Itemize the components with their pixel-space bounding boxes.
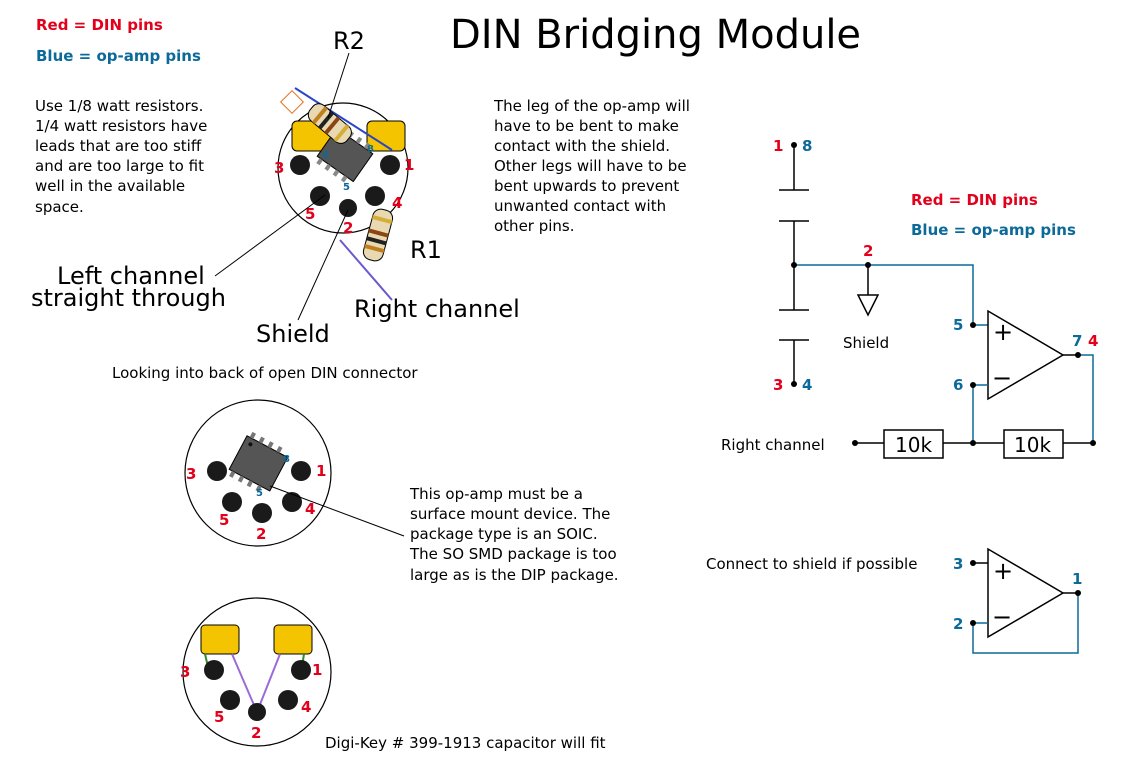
- opamp-triangle-icon: [987, 309, 1065, 401]
- svg-text:1: 1: [1072, 570, 1082, 588]
- svg-text:7: 7: [1072, 332, 1082, 350]
- svg-text:Other legs will have to be: Other legs will have to be: [494, 157, 687, 175]
- svg-text:This op-amp must be a: This op-amp must be a: [409, 485, 583, 503]
- resistor-icon: [883, 429, 944, 459]
- soic-note: This op-amp must be a surface mount devi…: [409, 485, 619, 584]
- svg-text:and are too large to fit: and are too large to fit: [35, 157, 204, 175]
- svg-text:3: 3: [953, 555, 963, 573]
- opamp-plus: +: [993, 318, 1013, 346]
- svg-text:2: 2: [256, 525, 266, 543]
- legend-red-schematic: Red = DIN pins: [911, 191, 1038, 209]
- svg-text:well in the available: well in the available: [35, 177, 185, 195]
- svg-text:1: 1: [316, 462, 326, 480]
- legend-blue-schematic: Blue = op-amp pins: [911, 221, 1076, 239]
- schematic-follower: [972, 547, 1079, 654]
- svg-text:4: 4: [305, 500, 315, 518]
- svg-text:unwanted contact with: unwanted contact with: [494, 197, 666, 215]
- svg-text:4: 4: [392, 194, 402, 212]
- legend-blue-top: Blue = op-amp pins: [36, 47, 201, 65]
- page-title: DIN Bridging Module: [450, 12, 861, 58]
- resistor-r2-icon: [307, 103, 352, 144]
- resistor-r1-icon: [362, 208, 394, 262]
- svg-text:1: 1: [312, 661, 322, 679]
- capacitor-caption: Digi-Key # 399-1913 capacitor will fit: [325, 734, 606, 752]
- schematic-follower-dots: [970, 560, 1081, 626]
- svg-text:1/4 watt resistors have: 1/4 watt resistors have: [35, 117, 207, 135]
- right-channel-schematic-label: Right channel: [721, 436, 825, 454]
- svg-text:3: 3: [186, 465, 196, 483]
- left-channel-label: Left channel: [57, 262, 205, 290]
- connect-shield-caption: Connect to shield if possible: [706, 555, 917, 573]
- svg-text:leads that are too stiff: leads that are too stiff: [35, 137, 202, 155]
- din-connector-soic: 1 2 3 4 5 8 5: [184, 399, 332, 547]
- right-channel-label: Right channel: [354, 295, 520, 323]
- legend-red-top: Red = DIN pins: [36, 16, 163, 34]
- svg-text:6: 6: [953, 376, 963, 394]
- svg-text:3: 3: [274, 159, 284, 177]
- follower-plus: +: [993, 557, 1013, 585]
- svg-text:4: 4: [1088, 332, 1098, 350]
- follower-minus: −: [992, 603, 1012, 631]
- left-channel-label-2: straight through: [31, 284, 226, 312]
- svg-text:8: 8: [367, 144, 374, 155]
- resistor-icon: [1003, 429, 1064, 459]
- svg-text:package type is an SOIC.: package type is an SOIC.: [410, 525, 598, 543]
- svg-text:The leg of the op-amp will: The leg of the op-amp will: [493, 97, 690, 115]
- looking-caption: Looking into back of open DIN connector: [112, 364, 418, 382]
- svg-text:5: 5: [343, 182, 350, 193]
- svg-text:4: 4: [802, 376, 812, 394]
- svg-text:other pins.: other pins.: [494, 217, 575, 235]
- shield-schematic-label: Shield: [843, 334, 889, 352]
- din-connector-with-resistors: 1 2 3 4 5 4 5 8: [274, 87, 414, 301]
- svg-text:Use 1/8 watt resistors.: Use 1/8 watt resistors.: [35, 97, 203, 115]
- svg-text:4: 4: [322, 150, 329, 161]
- soic-chip-icon: [228, 431, 289, 492]
- svg-text:2: 2: [953, 615, 963, 633]
- svg-text:2: 2: [251, 724, 261, 742]
- svg-text:3: 3: [773, 376, 783, 394]
- svg-text:5: 5: [256, 488, 263, 499]
- svg-text:large as is the DIP package.: large as is the DIP package.: [410, 566, 619, 584]
- svg-text:8: 8: [802, 137, 812, 155]
- svg-text:5: 5: [953, 316, 963, 334]
- capacitor-pad-icon: [366, 120, 406, 152]
- opamp-minus: −: [992, 364, 1012, 392]
- svg-text:1: 1: [404, 156, 414, 174]
- svg-text:The SO SMD package is too: The SO SMD package is too: [409, 545, 617, 563]
- svg-text:5: 5: [214, 708, 224, 726]
- r2-label: R2: [333, 27, 365, 55]
- capacitor-pad-icon: [200, 624, 240, 655]
- r1-label: R1: [410, 236, 442, 264]
- schematic-inverter-dots: [791, 142, 1096, 446]
- svg-text:5: 5: [219, 511, 229, 529]
- svg-text:surface mount device. The: surface mount device. The: [410, 505, 610, 523]
- svg-text:8: 8: [283, 454, 290, 465]
- schematic-inverter: [779, 145, 1094, 459]
- ground-symbol-icon: [856, 294, 880, 317]
- shield-label: Shield: [256, 320, 330, 348]
- din-connector-capacitor: 1 2 3 4 5: [180, 597, 332, 747]
- svg-text:4: 4: [301, 698, 311, 716]
- capacitor-pad-icon: [273, 624, 313, 655]
- svg-text:1: 1: [773, 137, 783, 155]
- leg-note: The leg of the op-amp will have to be be…: [493, 97, 690, 235]
- resistor-in-value: 10k: [895, 433, 932, 457]
- opamp-triangle-icon: [987, 547, 1065, 639]
- svg-text:5: 5: [305, 205, 315, 223]
- resistor-fb-value: 10k: [1014, 433, 1051, 457]
- resistor-note: Use 1/8 watt resistors. 1/4 watt resisto…: [35, 97, 207, 216]
- svg-text:2: 2: [863, 242, 873, 260]
- svg-text:bent upwards to prevent: bent upwards to prevent: [494, 177, 679, 195]
- svg-text:2: 2: [343, 219, 353, 237]
- svg-text:3: 3: [180, 663, 190, 681]
- svg-text:have to be bent to make: have to be bent to make: [494, 117, 679, 135]
- svg-text:space.: space.: [35, 198, 84, 216]
- svg-text:contact with the shield.: contact with the shield.: [494, 137, 670, 155]
